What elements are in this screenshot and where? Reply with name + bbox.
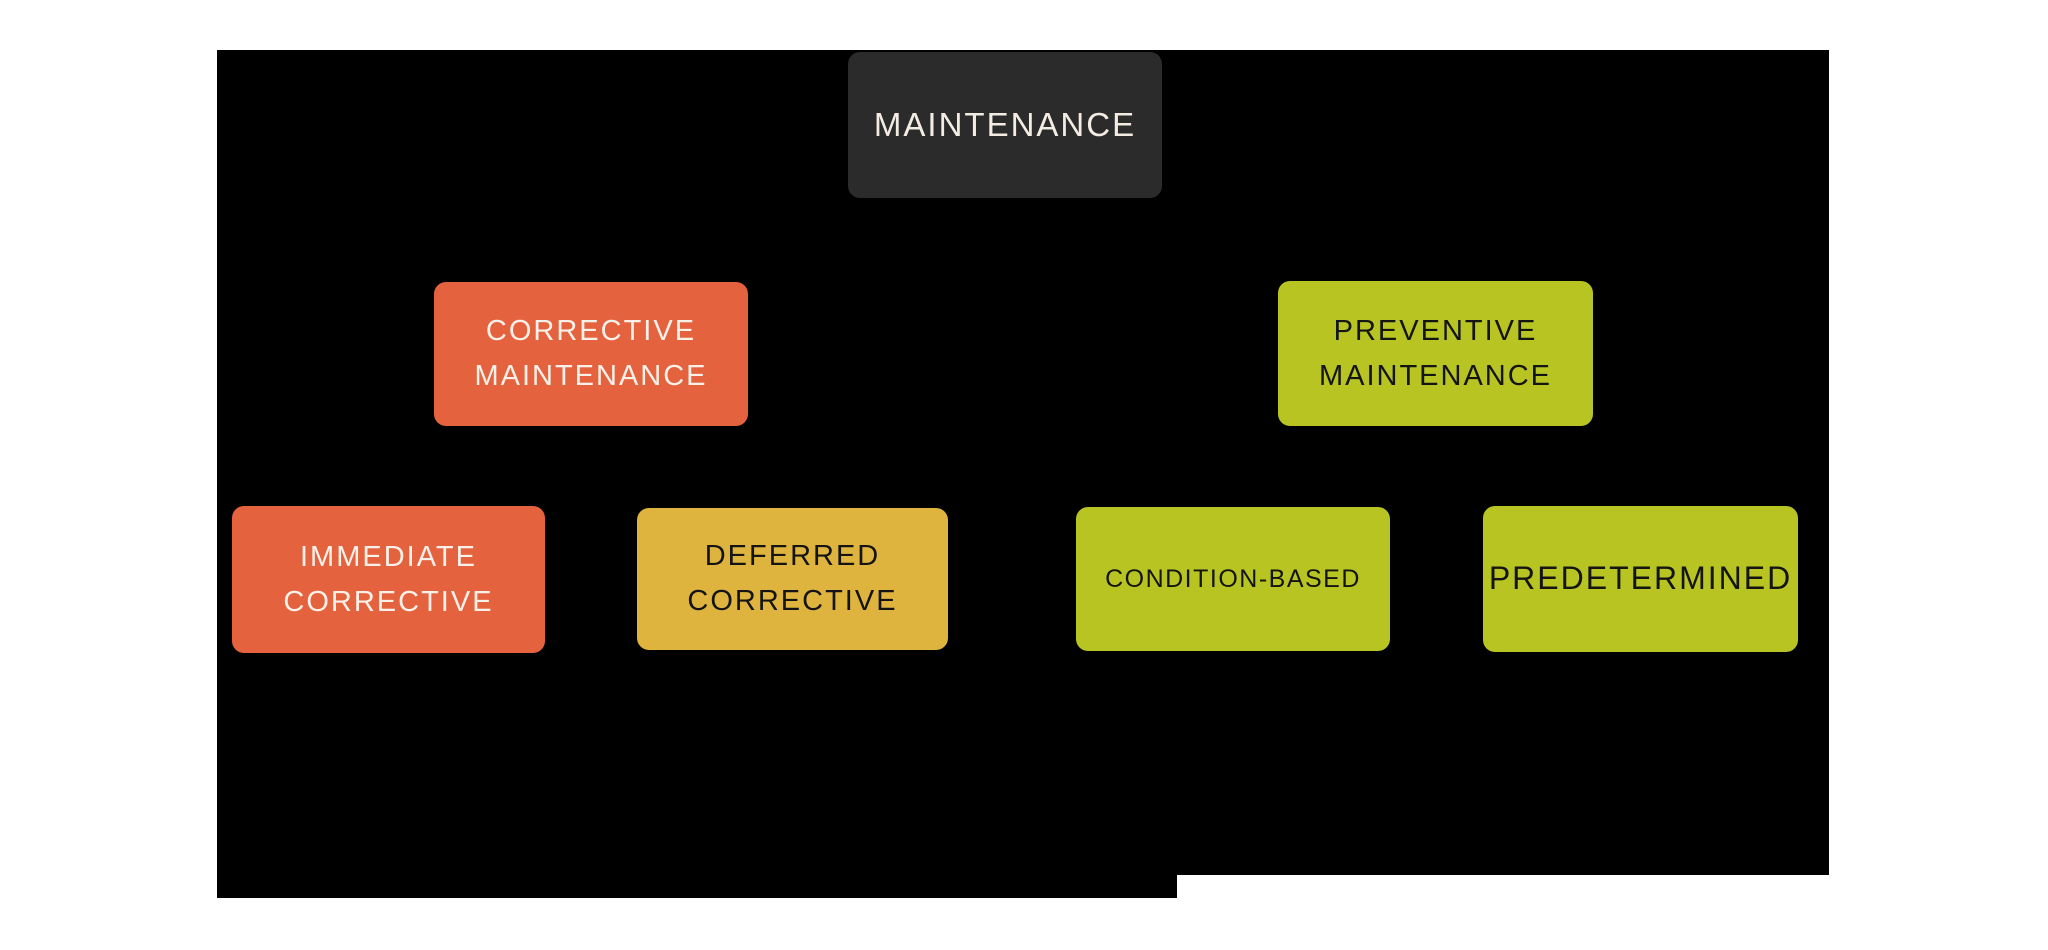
node-preventive-maintenance: PREVENTIVE MAINTENANCE [1278, 281, 1593, 426]
node-deferred-corrective: DEFERRED CORRECTIVE [637, 508, 948, 650]
node-condition-based: CONDITION-BASED [1076, 507, 1390, 651]
diagram-black-canvas-extension [217, 875, 1177, 898]
node-predetermined: PREDETERMINED [1483, 506, 1798, 652]
node-corrective-maintenance: CORRECTIVE MAINTENANCE [434, 282, 748, 426]
node-immediate-corrective: IMMEDIATE CORRECTIVE [232, 506, 545, 653]
node-maintenance: MAINTENANCE [848, 52, 1162, 198]
